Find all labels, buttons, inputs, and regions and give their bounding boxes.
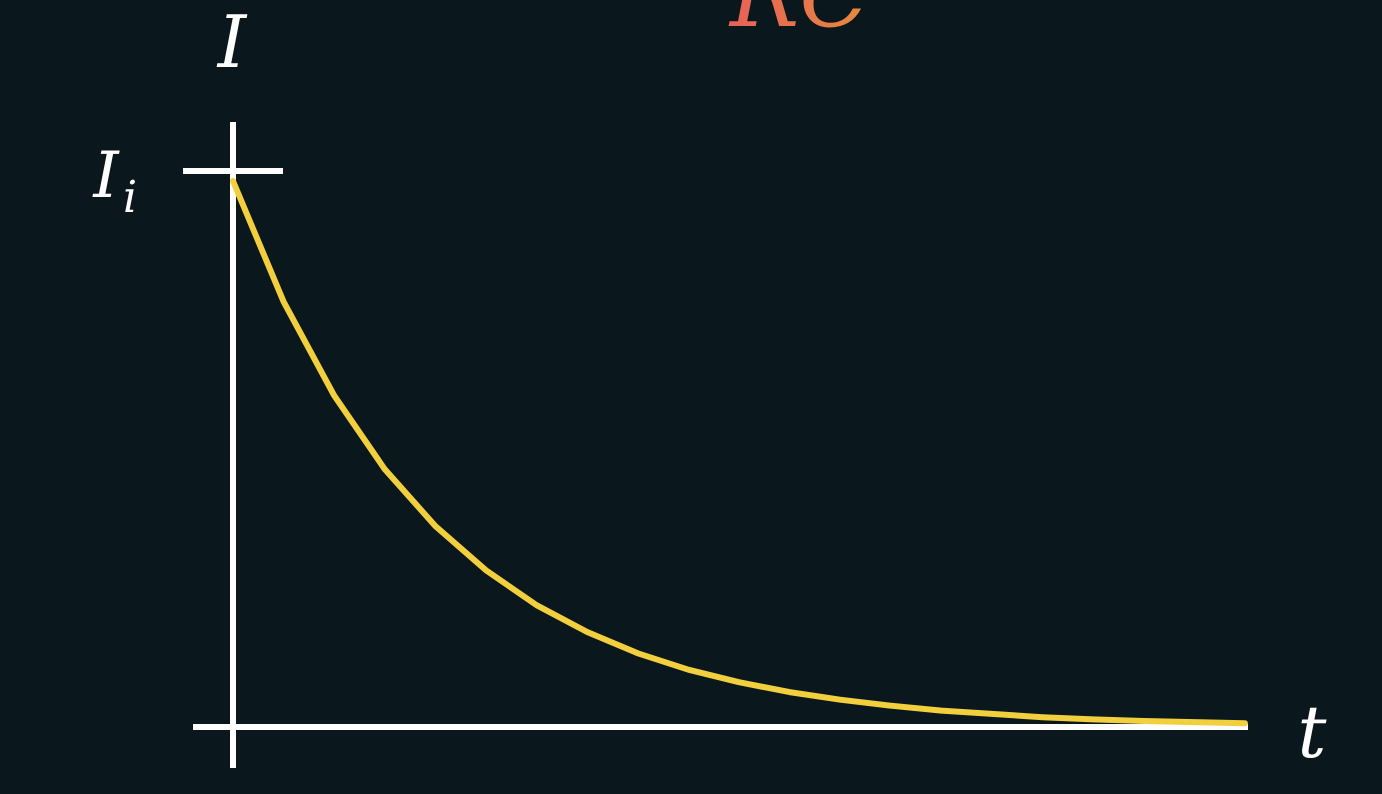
formula-fragment: RC xyxy=(728,0,870,48)
x-axis-label: t xyxy=(1298,690,1328,774)
y-axis-label: I xyxy=(216,0,248,84)
decay-curve xyxy=(230,178,1248,727)
y-tick-label: I xyxy=(92,139,120,213)
y-tick-subscript: i xyxy=(123,172,137,223)
